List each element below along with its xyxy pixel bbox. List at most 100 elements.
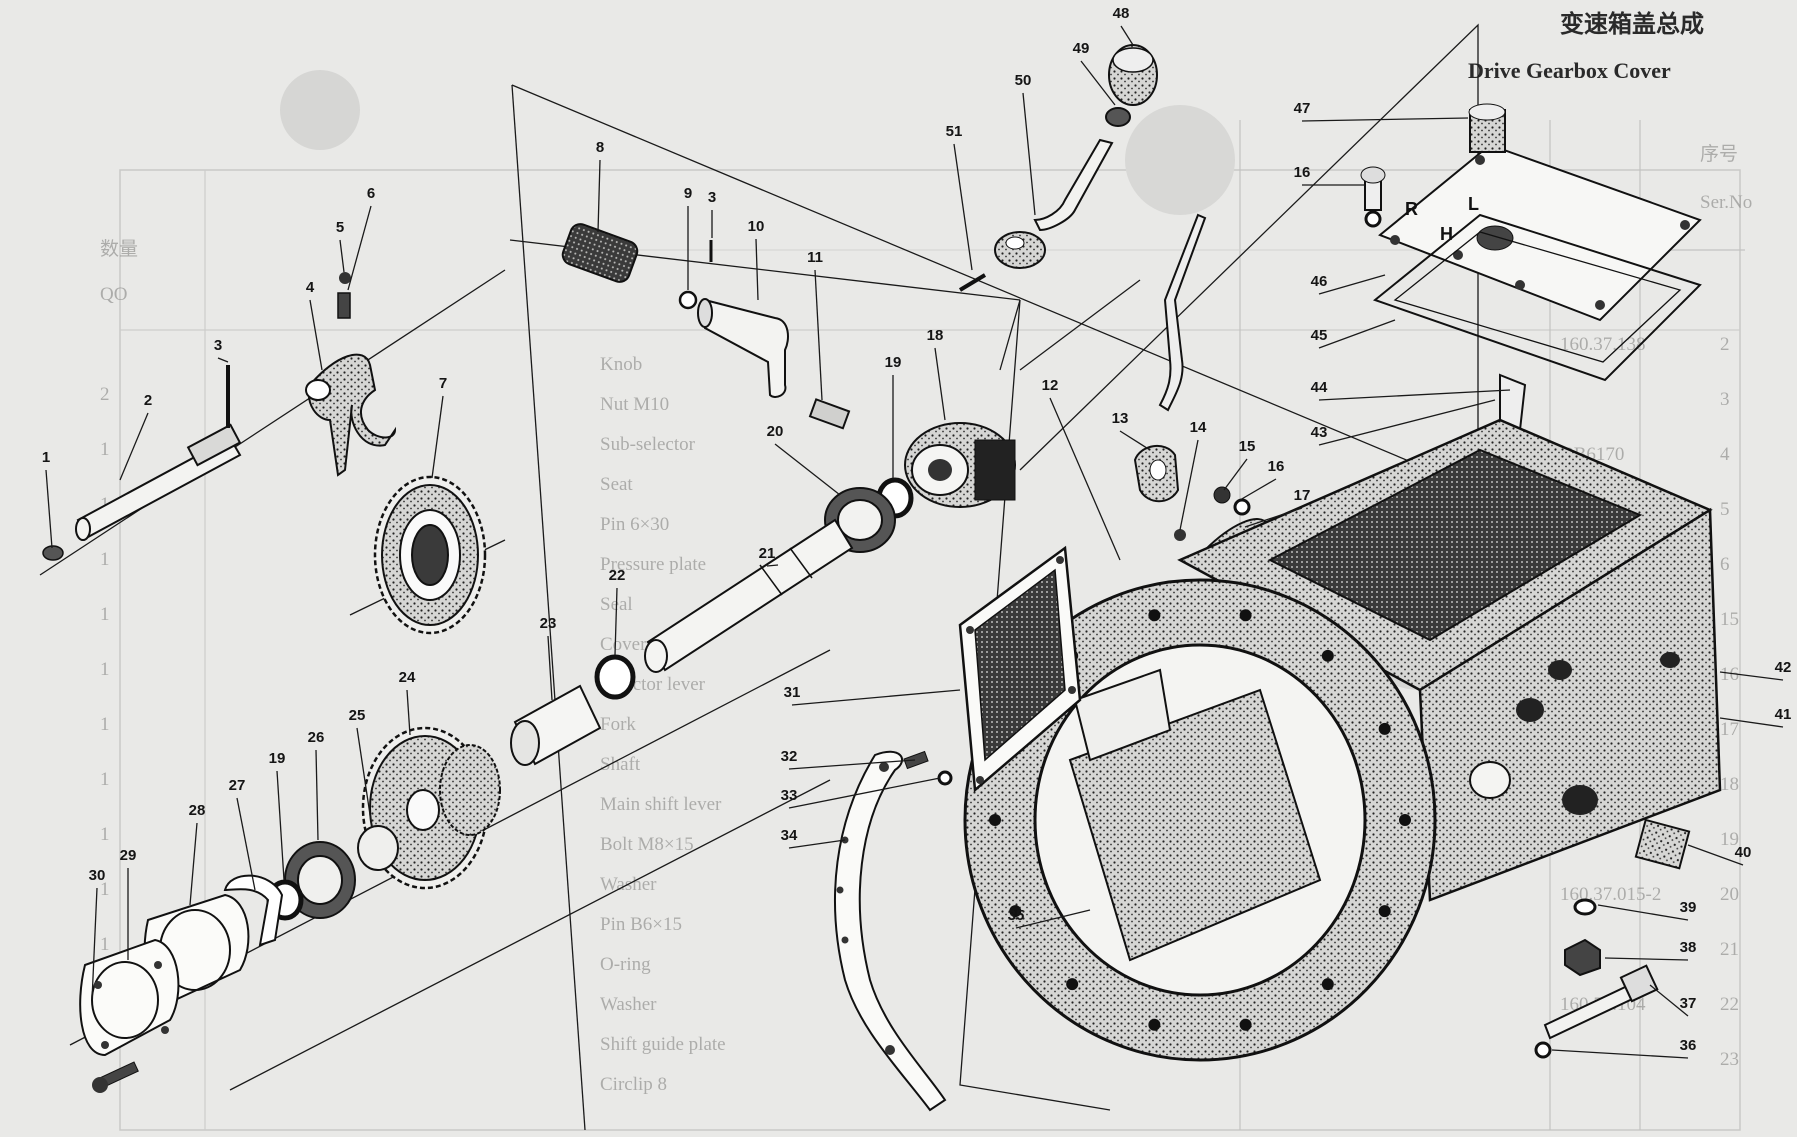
cover-46: R H L (1378, 143, 1702, 322)
bolt-15 (1213, 486, 1231, 504)
flange-bolt-hole (1378, 722, 1391, 735)
leader-line (614, 587, 618, 656)
knob-49 (1108, 44, 1158, 106)
ghost-table-cell: Washer (600, 994, 657, 1015)
ghost-table-cell: 19 (1720, 829, 1739, 850)
callout-number: 22 (609, 567, 626, 584)
callout-number: 21 (759, 545, 776, 562)
leader-line (119, 412, 149, 481)
callout-number: 1 (42, 449, 50, 466)
ghost-table-cell: 2 (1720, 334, 1730, 355)
ghost-table-cell: 6 (1720, 554, 1730, 575)
callout-number: 10 (748, 218, 765, 235)
callout-number: 3 (214, 337, 222, 354)
leader-line (1318, 399, 1496, 446)
callout-number: 17 (1294, 487, 1311, 504)
washer-22 (594, 654, 636, 700)
callout-number: 23 (540, 615, 557, 632)
callout-number: 32 (781, 748, 798, 765)
ghost-table-cell: 1 (100, 604, 110, 625)
leader-line (1119, 430, 1151, 451)
key-11 (808, 398, 851, 430)
bearing-cover-18 (904, 422, 1016, 508)
title-en: Drive Gearbox Cover (1468, 58, 1671, 83)
cover-mark-l: L (1468, 194, 1479, 214)
ghost-table-cell: Shaft (600, 754, 641, 775)
ghost-table-cell: Bolt M8×15 (600, 834, 694, 855)
callout-number: 9 (684, 185, 692, 202)
leader-line (1719, 717, 1784, 728)
circlip-1 (42, 545, 64, 561)
spring-8 (561, 223, 639, 283)
callout-number: 31 (784, 684, 801, 701)
pin-52 (958, 273, 987, 292)
leader-line (1597, 904, 1689, 921)
ghost-table-cell: 1 (100, 824, 110, 845)
callout-number: 30 (89, 867, 106, 884)
washer-33 (937, 770, 953, 786)
ghost-table-cell: 22 (1720, 994, 1739, 1015)
ghost-col-qty-en: QO (100, 284, 127, 305)
strap-34 (834, 750, 947, 1112)
callout-number: 45 (1311, 327, 1328, 344)
ghost-table-cell: Shift guide plate (600, 1034, 726, 1055)
flange-bolt-hole (1009, 905, 1022, 918)
callout-number: 13 (1112, 410, 1129, 427)
cover-plate-29 (79, 938, 180, 1057)
callout-number: 11 (807, 249, 823, 266)
callout-number: 16 (1268, 458, 1285, 475)
leader-line (217, 357, 229, 363)
gear-7 (373, 475, 487, 635)
callout-number: 43 (1311, 424, 1328, 441)
spring-6 (337, 292, 351, 319)
ghost-table-cell: 1 (100, 549, 110, 570)
washer-39 (1573, 898, 1597, 916)
leader-line (309, 299, 323, 371)
ghost-table-cell: O-ring (600, 954, 651, 975)
ghost-table-cell: 160.37.015-2 (1560, 884, 1661, 905)
ghost-table-cell: 18 (1720, 774, 1739, 795)
ghost-table-cell: 1 (100, 714, 110, 735)
plug-40 (1634, 818, 1691, 870)
leader-line (1719, 671, 1784, 681)
callout-number: 33 (781, 787, 798, 804)
leader-line (406, 689, 411, 736)
gasket-45 (1372, 213, 1702, 382)
title-cn: 变速箱盖总成 (1560, 10, 1704, 38)
leader-line (1015, 909, 1091, 929)
ghost-table-cell: Pin 6×30 (600, 514, 669, 535)
callout-number: 39 (1680, 899, 1697, 916)
ghost-table-cell: 1 (100, 879, 110, 900)
ghost-table-cell: Cover (600, 634, 647, 655)
flange-bolt-hole (1239, 609, 1252, 622)
lever-51 (994, 138, 1114, 269)
leader-line (1551, 1049, 1689, 1059)
callout-number: 50 (1015, 72, 1032, 89)
leader-line (788, 839, 846, 849)
leader-line (1318, 274, 1386, 295)
callout-number: 36 (1680, 1037, 1697, 1054)
leader-line (1080, 60, 1116, 106)
leader-line (1022, 92, 1036, 216)
leader-line (788, 777, 941, 809)
ghost-table-cell: 2 (100, 384, 110, 405)
leader-line (91, 887, 98, 1001)
leader-line (347, 205, 372, 291)
bolt-47 (1360, 166, 1386, 211)
callout-number: 27 (229, 777, 246, 794)
washer-16b (1364, 210, 1382, 228)
callout-number: 12 (1042, 377, 1059, 394)
callout-number: 41 (1775, 706, 1792, 723)
ghost-table-cell: 1 (100, 659, 110, 680)
gearbox-housing (963, 418, 1722, 1062)
ghost-table-cell: Pin B6×15 (600, 914, 682, 935)
shift-fork-4 (305, 353, 397, 477)
leader-line (1179, 439, 1199, 531)
ghost-table-cell: Sub-selector (600, 434, 696, 455)
washer-16 (1233, 498, 1251, 516)
ghost-table-cell: Seat (600, 474, 633, 495)
ghost-table-cell: 15 (1720, 609, 1739, 630)
callout-number: 19 (885, 354, 902, 371)
